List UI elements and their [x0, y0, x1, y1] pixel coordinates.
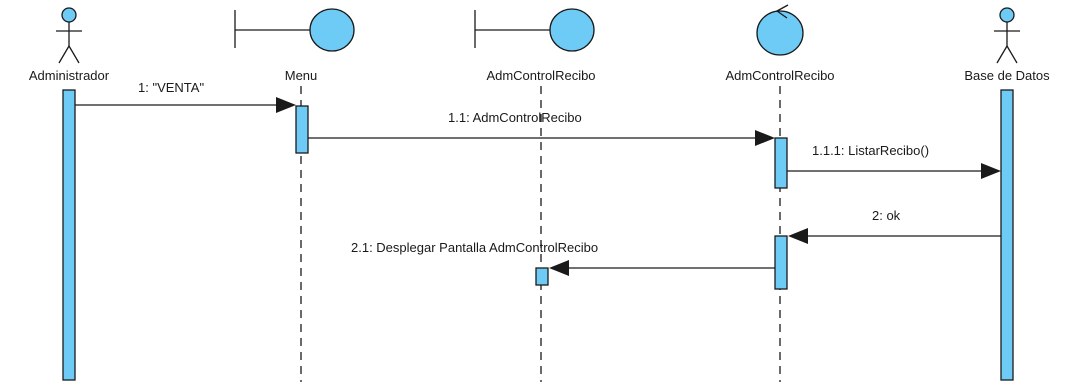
participant-menu[interactable]: Menu	[234, 8, 355, 83]
participant-label-menu: Menu	[285, 68, 318, 83]
actor-icon	[994, 7, 1020, 64]
participant-admcontrol-control[interactable]: AdmControlRecibo	[725, 4, 835, 83]
participant-label-base-datos: Base de Datos	[964, 68, 1050, 83]
message-1[interactable]: 1: "VENTA"	[75, 80, 296, 113]
message-label-1: 1: "VENTA"	[138, 80, 204, 95]
activation-administrador	[62, 89, 76, 381]
message-1-1-1[interactable]: 1.1.1: ListarRecibo()	[787, 143, 1001, 179]
boundary-icon	[474, 8, 595, 52]
arrowhead-icon	[755, 130, 775, 146]
message-label-2: 2: ok	[872, 208, 901, 223]
message-label-2-1: 2.1: Desplegar Pantalla AdmControlRecibo	[351, 240, 598, 255]
arrowhead-icon	[981, 163, 1001, 179]
message-label-1-1-1: 1.1.1: ListarRecibo()	[812, 143, 929, 158]
activation-admcontrol-control-1	[774, 137, 788, 189]
message-label-1-1: 1.1: AdmControlRecibo	[448, 110, 582, 125]
participant-administrador[interactable]: Administrador	[29, 7, 110, 83]
participant-base-datos[interactable]: Base de Datos	[964, 7, 1050, 83]
control-icon	[756, 4, 804, 56]
participant-label-admcontrol-boundary: AdmControlRecibo	[486, 68, 595, 83]
activation-base-datos	[1000, 89, 1014, 381]
activation-menu	[295, 105, 309, 154]
message-1-1[interactable]: 1.1: AdmControlRecibo	[308, 110, 775, 146]
arrowhead-icon	[788, 228, 808, 244]
message-2[interactable]: 2: ok	[788, 208, 1001, 244]
arrowhead-icon	[549, 260, 569, 276]
participant-label-administrador: Administrador	[29, 68, 110, 83]
arrowhead-icon	[276, 97, 296, 113]
activation-admcontrol-control-2	[774, 235, 788, 290]
message-2-1[interactable]: 2.1: Desplegar Pantalla AdmControlRecibo	[351, 240, 775, 276]
participant-admcontrol-boundary[interactable]: AdmControlRecibo	[474, 8, 596, 83]
boundary-icon	[234, 8, 355, 52]
activation-admcontrol-boundary	[535, 267, 549, 286]
actor-icon	[56, 7, 82, 64]
participant-label-admcontrol-control: AdmControlRecibo	[725, 68, 834, 83]
